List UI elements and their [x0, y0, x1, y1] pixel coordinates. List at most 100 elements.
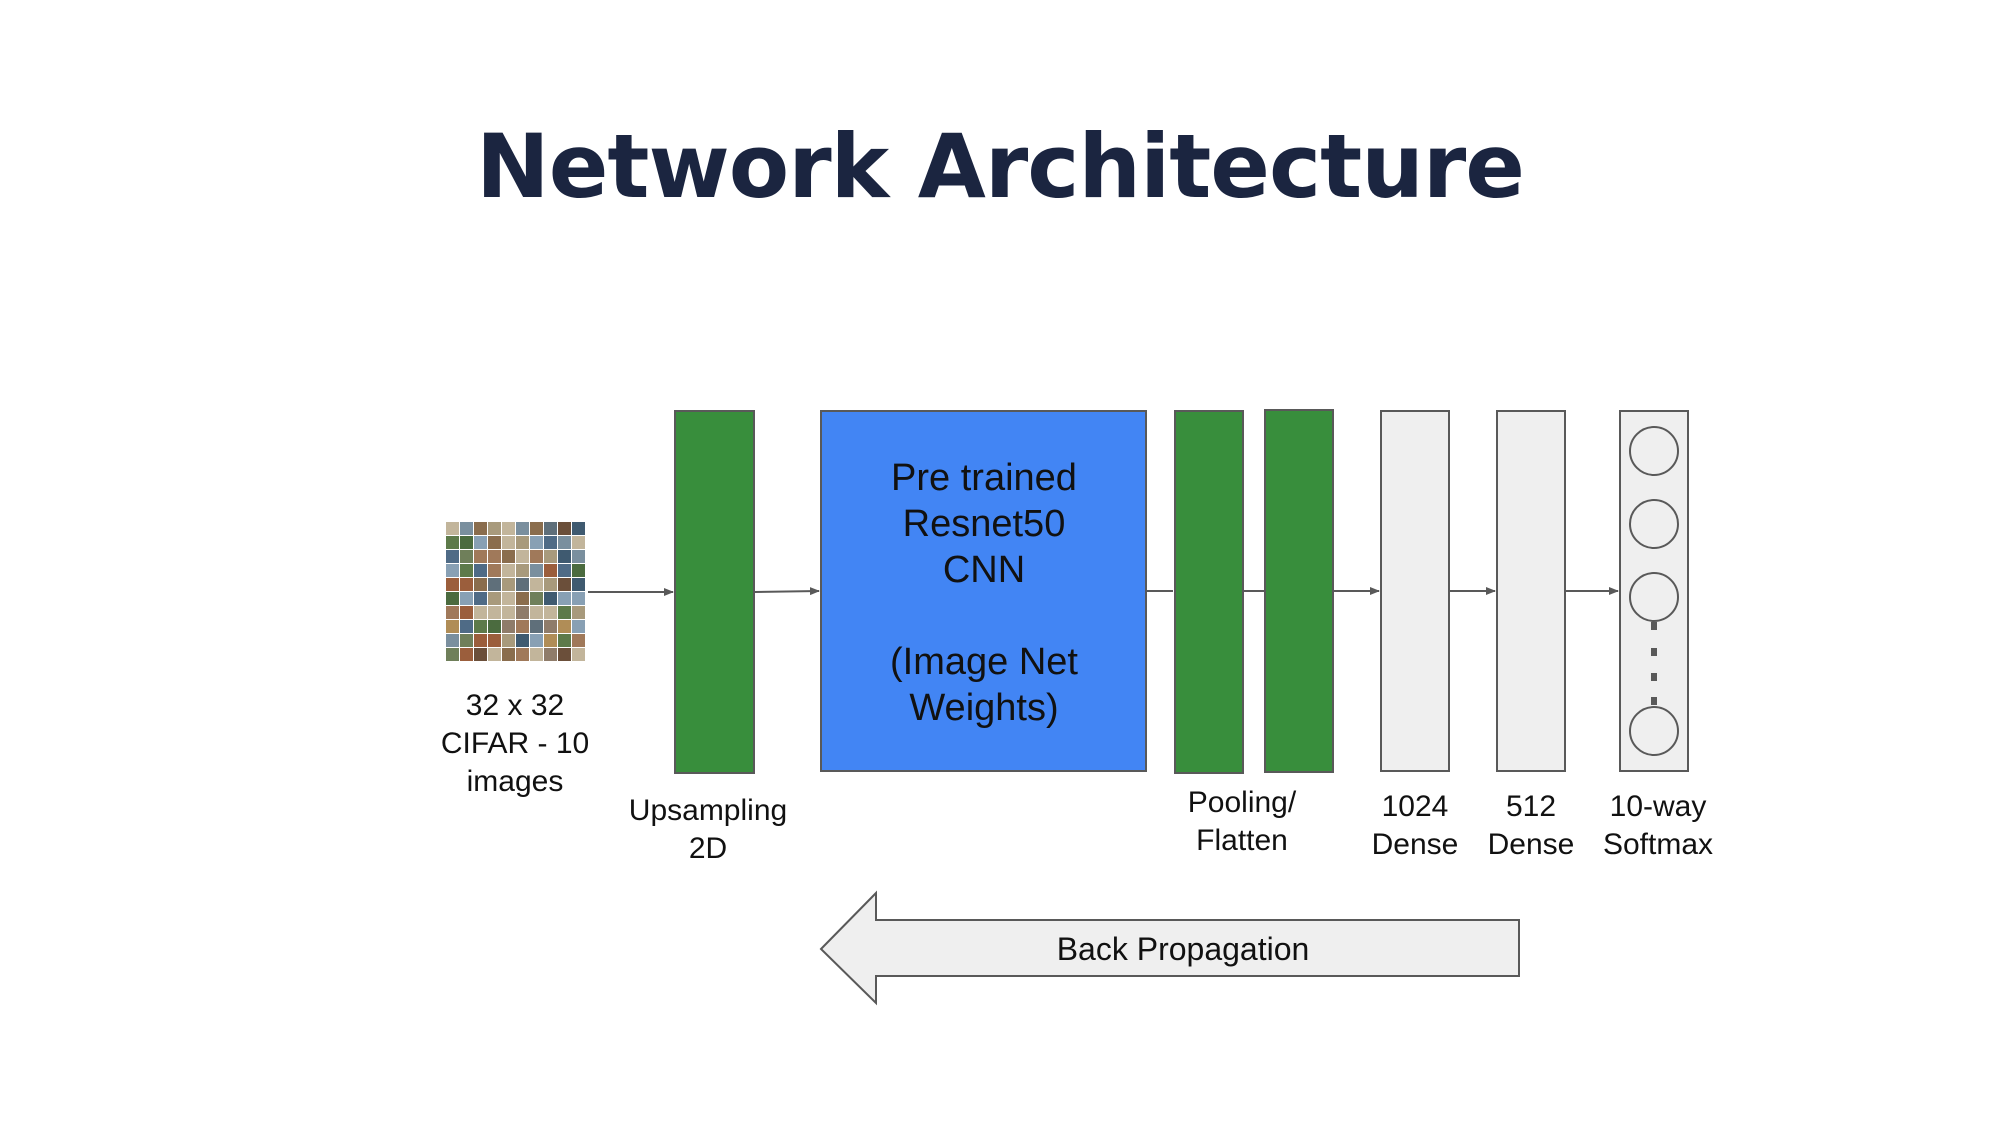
- cifar-thumbnail-tile: [530, 522, 543, 535]
- cifar-thumbnail-tile: [446, 606, 459, 619]
- cifar-image-grid-icon: [446, 522, 585, 661]
- cifar-thumbnail-tile: [502, 648, 515, 661]
- cifar-thumbnail-tile: [544, 536, 557, 549]
- cifar-thumbnail-tile: [460, 550, 473, 563]
- cifar-thumbnail-tile: [516, 592, 529, 605]
- cifar-thumbnail-tile: [572, 592, 585, 605]
- cifar-thumbnail-tile: [446, 536, 459, 549]
- dense-1024-label-line-1: 1024: [1382, 790, 1449, 823]
- cifar-thumbnail-tile: [516, 578, 529, 591]
- flatten-layer: [1264, 409, 1334, 773]
- cifar-thumbnail-tile: [446, 564, 459, 577]
- cifar-thumbnail-tile: [558, 564, 571, 577]
- resnet50-block: [820, 410, 1147, 772]
- cifar-thumbnail-tile: [460, 536, 473, 549]
- cifar-thumbnail-tile: [530, 606, 543, 619]
- cifar-thumbnail-tile: [516, 522, 529, 535]
- back-propagation-arrow: [819, 890, 1520, 1006]
- dense-512-layer: [1496, 410, 1566, 772]
- cifar-thumbnail-tile: [502, 550, 515, 563]
- softmax-label-line-2: Softmax: [1603, 828, 1713, 861]
- cifar-thumbnail-tile: [446, 550, 459, 563]
- cifar-thumbnail-tile: [572, 620, 585, 633]
- cifar-thumbnail-tile: [474, 536, 487, 549]
- cifar-thumbnail-tile: [544, 634, 557, 647]
- cifar-thumbnail-tile: [474, 564, 487, 577]
- cifar-thumbnail-tile: [544, 620, 557, 633]
- cifar-thumbnail-tile: [502, 606, 515, 619]
- cifar-thumbnail-tile: [558, 592, 571, 605]
- cifar-thumbnail-tile: [530, 648, 543, 661]
- cifar-thumbnail-tile: [488, 522, 501, 535]
- pooling-label-line-1: Pooling/: [1188, 786, 1297, 819]
- cifar-thumbnail-tile: [446, 620, 459, 633]
- cifar-thumbnail-tile: [446, 522, 459, 535]
- cifar-thumbnail-tile: [572, 550, 585, 563]
- cifar-thumbnail-tile: [572, 648, 585, 661]
- cifar-thumbnail-tile: [572, 606, 585, 619]
- cifar-thumbnail-tile: [474, 550, 487, 563]
- cifar-thumbnail-tile: [530, 564, 543, 577]
- cifar-thumbnail-tile: [558, 620, 571, 633]
- cifar-thumbnail-tile: [572, 634, 585, 647]
- cifar-thumbnail-tile: [502, 522, 515, 535]
- cifar-thumbnail-tile: [530, 536, 543, 549]
- cifar-thumbnail-tile: [474, 522, 487, 535]
- cifar-thumbnail-tile: [572, 522, 585, 535]
- cifar-thumbnail-tile: [446, 634, 459, 647]
- cifar-thumbnail-tile: [558, 536, 571, 549]
- cifar-thumbnail-tile: [488, 606, 501, 619]
- cifar-thumbnail-tile: [530, 634, 543, 647]
- ellipsis-dot: [1651, 648, 1657, 656]
- cifar-thumbnail-tile: [516, 564, 529, 577]
- cifar-thumbnail-tile: [502, 592, 515, 605]
- back-propagation-label: Back Propagation: [1057, 931, 1310, 967]
- input-label-line-3: images: [467, 765, 564, 798]
- dense-1024-layer: [1380, 410, 1450, 772]
- cifar-thumbnail-tile: [446, 578, 459, 591]
- cifar-thumbnail-tile: [488, 564, 501, 577]
- cifar-thumbnail-tile: [488, 634, 501, 647]
- cifar-thumbnail-tile: [558, 578, 571, 591]
- cifar-thumbnail-tile: [474, 606, 487, 619]
- resnet-line-5: (Image Net: [890, 641, 1078, 683]
- cifar-thumbnail-tile: [544, 606, 557, 619]
- cifar-thumbnail-tile: [488, 536, 501, 549]
- ellipsis-dot: [1651, 622, 1657, 630]
- cifar-thumbnail-tile: [460, 578, 473, 591]
- cifar-thumbnail-tile: [558, 550, 571, 563]
- resnet-line-2: Resnet50: [903, 503, 1066, 545]
- cifar-thumbnail-tile: [572, 564, 585, 577]
- cifar-thumbnail-tile: [460, 564, 473, 577]
- softmax-node: [1629, 499, 1679, 549]
- upsampling-label-line-2: 2D: [689, 832, 727, 865]
- cifar-thumbnail-tile: [516, 550, 529, 563]
- cifar-thumbnail-tile: [558, 522, 571, 535]
- cifar-thumbnail-tile: [516, 634, 529, 647]
- input-label-line-2: CIFAR - 10: [441, 727, 589, 760]
- pooling-layer: [1174, 410, 1244, 774]
- ellipsis-dot: [1651, 697, 1657, 705]
- cifar-thumbnail-tile: [544, 578, 557, 591]
- cifar-thumbnail-tile: [460, 620, 473, 633]
- resnet-line-3: CNN: [943, 549, 1025, 591]
- cifar-thumbnail-tile: [446, 648, 459, 661]
- dense-512-label-line-1: 512: [1506, 790, 1556, 823]
- cifar-thumbnail-tile: [488, 648, 501, 661]
- cifar-thumbnail-tile: [544, 564, 557, 577]
- dense-512-label-line-2: Dense: [1488, 828, 1575, 861]
- pooling-label-line-2: Flatten: [1196, 824, 1288, 857]
- cifar-thumbnail-tile: [460, 634, 473, 647]
- cifar-thumbnail-tile: [530, 592, 543, 605]
- ellipsis-dot: [1651, 673, 1657, 681]
- cifar-thumbnail-tile: [460, 648, 473, 661]
- cifar-thumbnail-tile: [460, 592, 473, 605]
- cifar-thumbnail-tile: [544, 522, 557, 535]
- cifar-thumbnail-tile: [544, 592, 557, 605]
- cifar-thumbnail-tile: [516, 606, 529, 619]
- cifar-thumbnail-tile: [502, 634, 515, 647]
- cifar-thumbnail-tile: [530, 550, 543, 563]
- cifar-thumbnail-tile: [474, 592, 487, 605]
- cifar-thumbnail-tile: [558, 634, 571, 647]
